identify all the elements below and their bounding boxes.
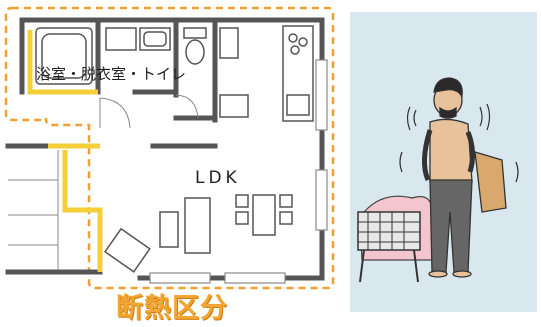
windows	[149, 59, 328, 284]
sofa-icon	[159, 197, 211, 254]
bath-area-label: 浴室・脱衣室・トイレ	[36, 65, 187, 83]
laundry-basket-icon	[357, 195, 435, 283]
washbasin-icon	[105, 27, 171, 51]
insulation-zone-label: 断熱区分	[116, 293, 228, 324]
illustration-panel	[350, 12, 537, 312]
dining-table-icon	[235, 194, 293, 236]
storage-unit-icon	[219, 27, 239, 59]
refrigerator-icon	[219, 94, 249, 118]
tv-stand-icon	[103, 227, 151, 273]
warm-partition	[27, 30, 103, 272]
floor-plan	[4, 6, 335, 290]
bathtub-icon	[35, 27, 93, 85]
insulation-boundary-line	[4, 6, 335, 290]
toilet-icon	[183, 27, 207, 65]
stairs-icon	[8, 150, 59, 270]
ldk-label: LDK	[195, 168, 241, 188]
shivering-man-icon	[422, 77, 507, 278]
kitchen-counter-icon	[282, 25, 314, 122]
shiver-lines	[399, 103, 519, 183]
door-swings	[99, 94, 199, 129]
walls	[5, 17, 325, 281]
